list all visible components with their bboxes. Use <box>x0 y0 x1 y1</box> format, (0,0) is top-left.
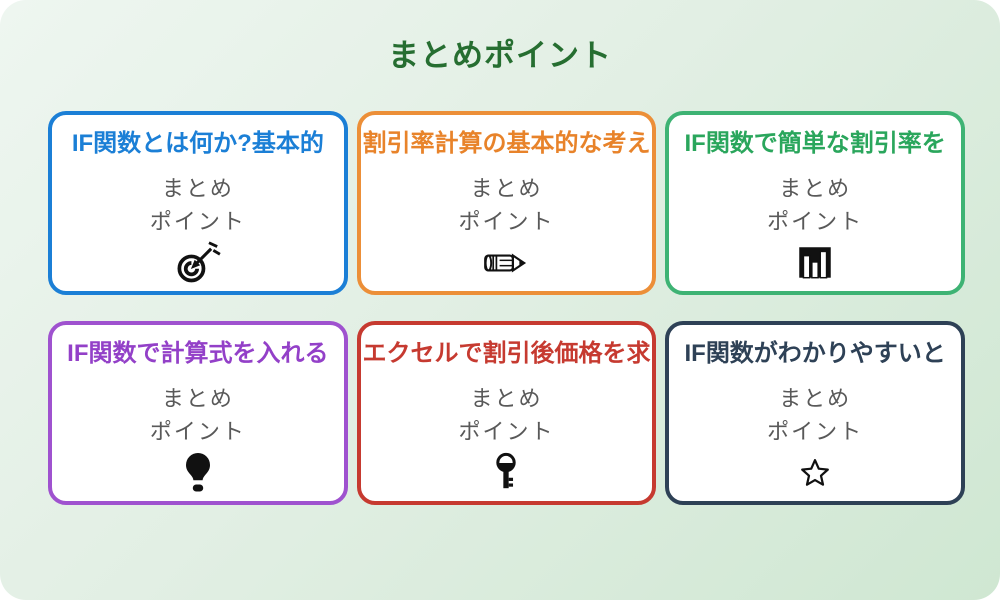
card-grid: IF関数とは何か?基本的 まとめ ポイント 割引率計算の基本的な考え <box>48 111 965 505</box>
card-heading: IF関数で計算式を入れる <box>67 340 329 367</box>
card-subtext: まとめ ポイント <box>149 175 246 234</box>
summary-card-discount-thinking: 割引率計算の基本的な考え まとめ ポイント <box>356 111 657 295</box>
card-subtext: まとめ ポイント <box>767 385 864 444</box>
summary-card-easy-discount: IF関数で簡単な割引率を まとめ ポイント <box>665 111 965 295</box>
star-icon <box>799 449 831 497</box>
card-subtext: まとめ ポイント <box>458 175 555 234</box>
card-heading: IF関数がわかりやすいと <box>684 340 946 367</box>
page-title: まとめポイント <box>388 38 612 73</box>
lightbulb-icon <box>178 449 218 497</box>
summary-card-formula-entry: IF関数で計算式を入れる まとめ ポイント <box>48 321 348 505</box>
dart-target-icon <box>175 239 221 287</box>
card-heading: IF関数とは何か?基本的 <box>71 130 324 157</box>
key-icon <box>487 449 525 497</box>
bar-chart-icon <box>793 239 837 287</box>
card-heading: エクセルで割引後価格を求 <box>362 340 651 367</box>
pencil-icon <box>481 239 531 287</box>
card-heading: IF関数で簡単な割引率を <box>684 130 946 157</box>
summary-card-if-clarity: IF関数がわかりやすいと まとめ ポイント <box>665 321 965 505</box>
card-heading: 割引率計算の基本的な考え <box>362 130 651 157</box>
summary-card-if-basics: IF関数とは何か?基本的 まとめ ポイント <box>48 111 348 295</box>
card-subtext: まとめ ポイント <box>458 385 555 444</box>
card-subtext: まとめ ポイント <box>767 175 864 234</box>
card-subtext: まとめ ポイント <box>149 385 246 444</box>
summary-card-discounted-price: エクセルで割引後価格を求 まとめ ポイント <box>356 321 657 505</box>
